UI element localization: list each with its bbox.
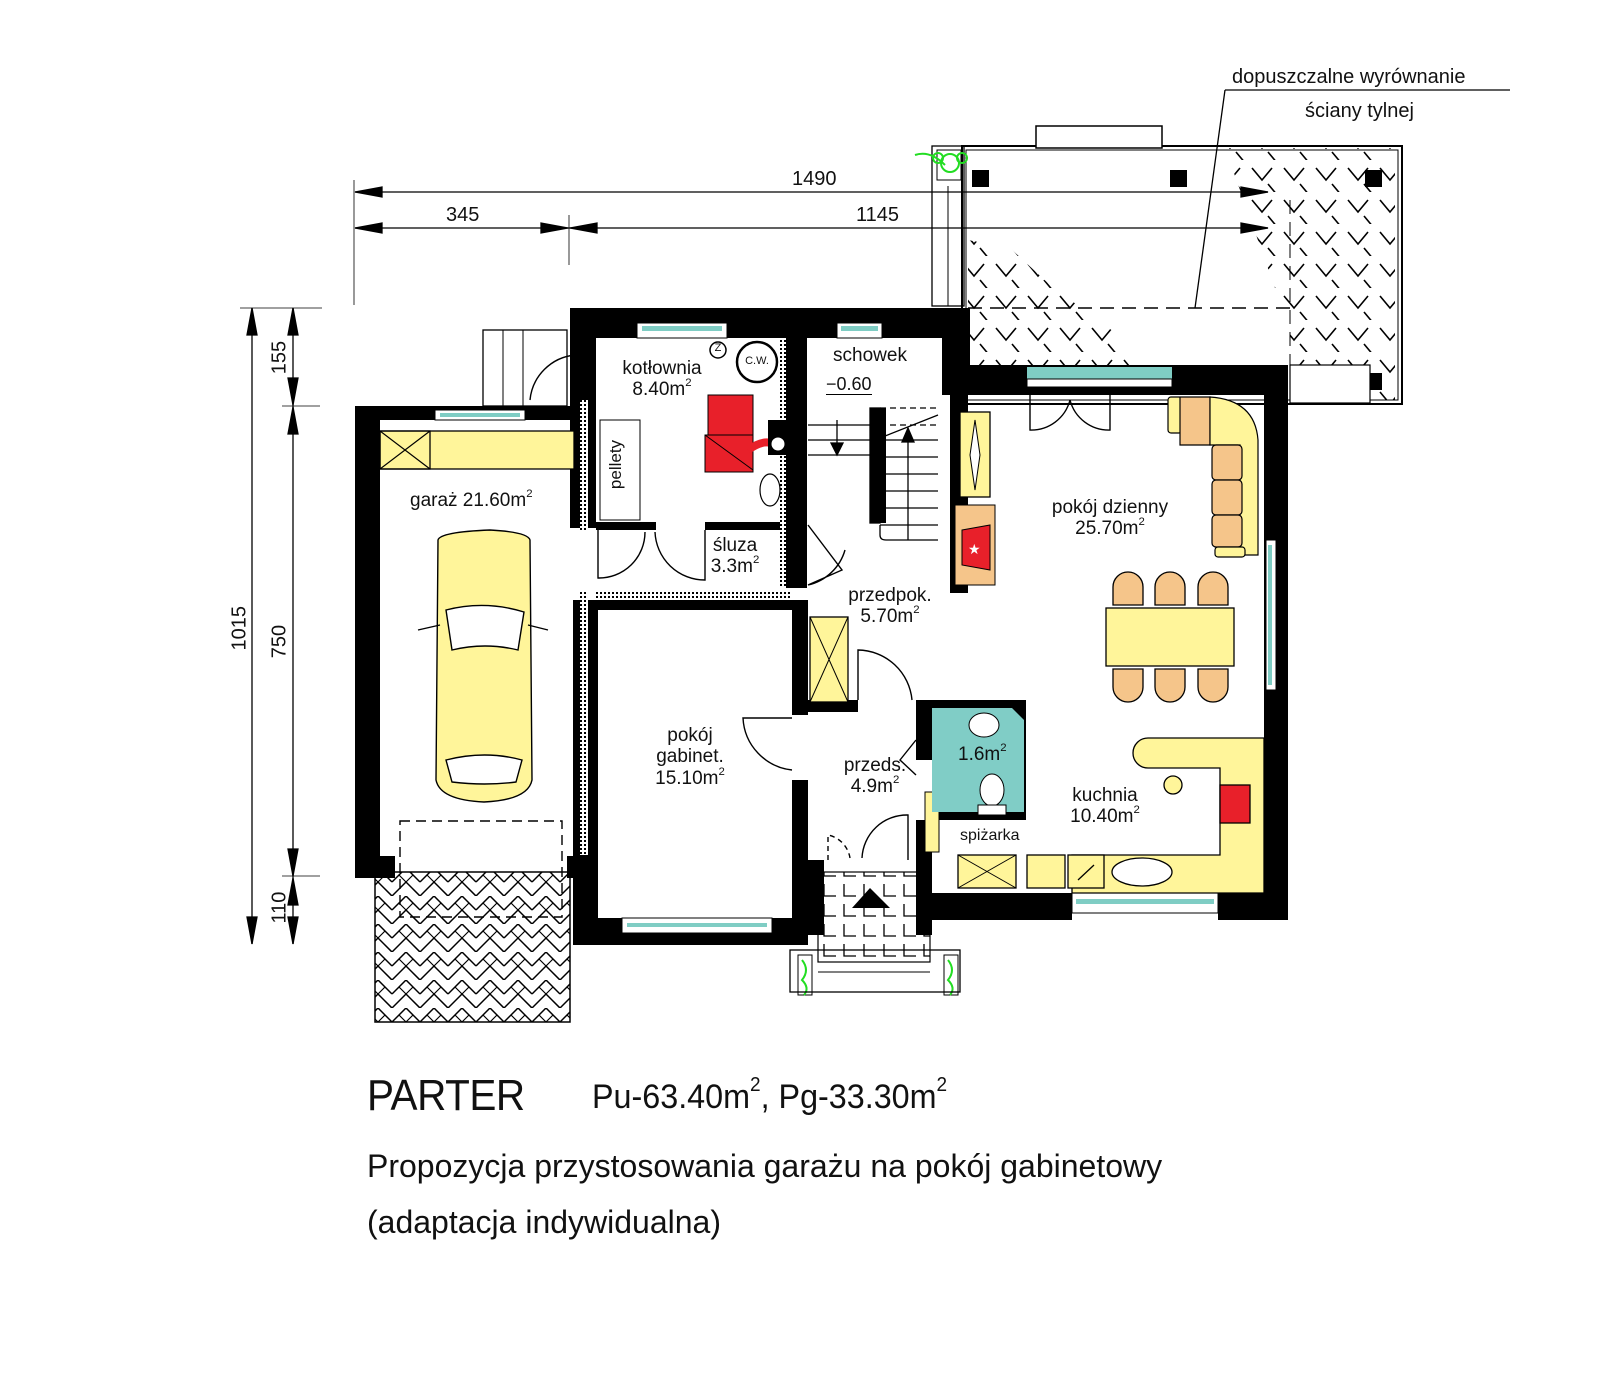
- terrace: [931, 89, 1510, 405]
- z-label: Ż: [714, 342, 722, 354]
- dim-top-height: 155: [268, 340, 291, 375]
- entrance-porch: [817, 871, 931, 963]
- garage-door-outline: [399, 820, 563, 918]
- plant-icon: [797, 152, 968, 996]
- hot-water-tank-icon: [735, 340, 779, 384]
- room-pokoj-dzienny: pokój dzienny 25.70m2: [1051, 497, 1169, 540]
- room-sluza: śluza 3.3m2: [710, 535, 760, 578]
- garage-shelf: [379, 430, 575, 470]
- room-wc: 1.6m2: [958, 742, 1007, 765]
- doors: [529, 354, 1111, 860]
- dim-left-width: 345: [446, 204, 480, 226]
- room-przeds: przeds. 4.9m2: [843, 755, 907, 798]
- floor-areas: Pu-63.40m2, Pg-33.30m2: [592, 1074, 948, 1116]
- room-spizarka: spiżarka: [960, 827, 1020, 844]
- pellety-label: pellety: [606, 439, 626, 490]
- car-icon: [417, 529, 549, 803]
- cw-label: C.W.: [745, 355, 769, 367]
- description-line1: Propozycja przystosowania garażu na pokó…: [367, 1148, 1163, 1184]
- room-przedpok: przedpok. 5.70m2: [848, 585, 932, 628]
- floor-title: PARTER: [367, 1071, 525, 1120]
- dining-table-icon: [1105, 571, 1235, 703]
- dimension-lines: [240, 180, 1269, 945]
- room-garaz: garaż 21.60m2: [410, 488, 533, 511]
- annotation-line1: dopuszczalne wyrównanie: [1232, 66, 1466, 88]
- windows: [434, 322, 1277, 934]
- z-symbol-icon: [709, 341, 727, 359]
- level-marker: −0.60: [826, 374, 872, 396]
- room-kotlownia: kotłownia 8.40m2: [622, 358, 702, 401]
- kitchen-counter: [957, 737, 1265, 894]
- dim-total-height: 1015: [228, 606, 251, 651]
- room-gabinet: pokój gabinet. 15.10m2: [655, 725, 725, 789]
- boiler-icon: [704, 394, 786, 507]
- dim-bottom-height: 110: [268, 891, 291, 924]
- sofa-icon: [1167, 396, 1259, 558]
- dim-right-width: 1145: [856, 204, 900, 226]
- dim-total-width: 1490: [792, 168, 837, 190]
- dim-mid-height: 750: [268, 624, 291, 659]
- driveway: [374, 871, 571, 1023]
- star-icon: ★: [968, 541, 981, 557]
- room-kuchnia: kuchnia 10.40m2: [1070, 785, 1140, 828]
- description-line2: (adaptacja indywidualna): [367, 1204, 721, 1240]
- annotation-line2: ściany tylnej: [1305, 100, 1414, 122]
- staircase: [808, 407, 939, 541]
- room-schowek: schowek: [833, 345, 907, 366]
